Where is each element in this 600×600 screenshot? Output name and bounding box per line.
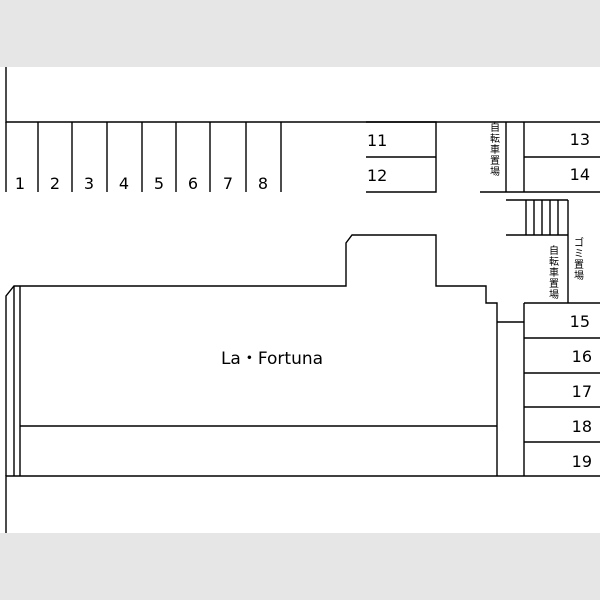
building-la-fortuna: La・Fortuna — [5, 234, 525, 476]
stall-number: 17 — [572, 382, 592, 401]
stall-number: 15 — [570, 312, 590, 331]
building-outline — [5, 234, 498, 476]
stall-number: 3 — [84, 174, 94, 193]
right-top-parking: 13 14 — [523, 122, 600, 193]
stall-number: 13 — [570, 130, 590, 149]
bicycle-parking-label: 自転車置場 — [549, 244, 559, 301]
stall-number: 18 — [572, 417, 592, 436]
stall-number: 2 — [50, 174, 60, 193]
stall-number: 5 — [154, 174, 164, 193]
plan-background — [0, 67, 600, 533]
stall-number: 7 — [223, 174, 233, 193]
left-parking-row: 1 2 3 4 5 6 7 8 — [5, 122, 282, 193]
stall-number: 12 — [367, 166, 387, 185]
stall-number: 1 — [15, 174, 25, 193]
stall-number: 16 — [572, 347, 592, 366]
stall-number: 19 — [572, 452, 592, 471]
right-column-parking: 15 16 17 18 19 — [524, 302, 600, 471]
stall-number: 14 — [570, 165, 590, 184]
garbage-area-label: ゴミ置場 — [574, 236, 584, 282]
bicycle-garbage-area: 自転車置場 ゴミ置場 — [549, 235, 584, 303]
bottom-boundary — [5, 475, 600, 533]
stall-number: 6 — [188, 174, 198, 193]
bicycle-parking-label: 自転車置場 — [490, 121, 500, 178]
bicycle-parking-top: 自転車置場 — [480, 121, 524, 193]
building-name: La・Fortuna — [221, 349, 323, 369]
stall-number: 4 — [119, 174, 129, 193]
stall-number: 8 — [258, 174, 268, 193]
middle-parking: 11 12 — [366, 121, 437, 193]
stall-number: 11 — [367, 131, 387, 150]
stairs — [506, 199, 569, 236]
